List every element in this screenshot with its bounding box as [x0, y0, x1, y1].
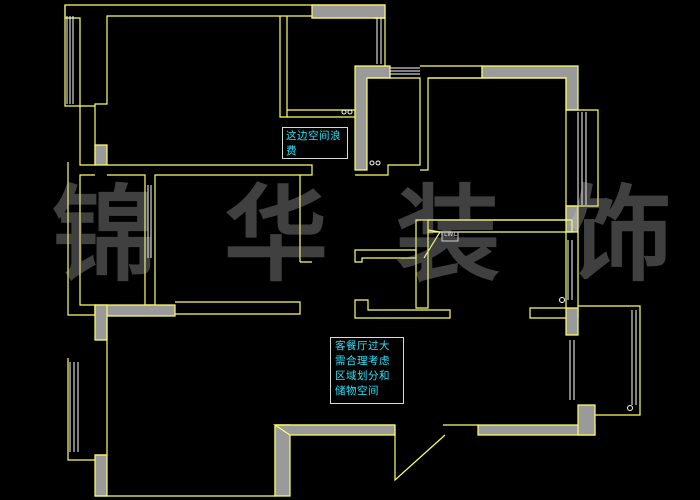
wasted-space-note-box: [282, 127, 348, 159]
small-tag-label: LWL: [444, 231, 458, 238]
living-room-walls: [67, 304, 596, 497]
wasted-space-note: 这边空间浪 费: [286, 130, 341, 157]
top-left-window: [66, 16, 74, 104]
living-room-note: 客餐厅过大 需合理考虑 区域划分和 储物空间: [335, 340, 390, 397]
middle-left-room-walls: [67, 144, 313, 317]
top-left-room-walls: [64, 4, 386, 166]
right-room-walls: [529, 232, 641, 416]
living-room-note-box: [330, 337, 404, 404]
corridor-walls: [354, 219, 459, 319]
bath-walls: [341, 17, 483, 176]
top-right-room-walls: [428, 65, 599, 233]
